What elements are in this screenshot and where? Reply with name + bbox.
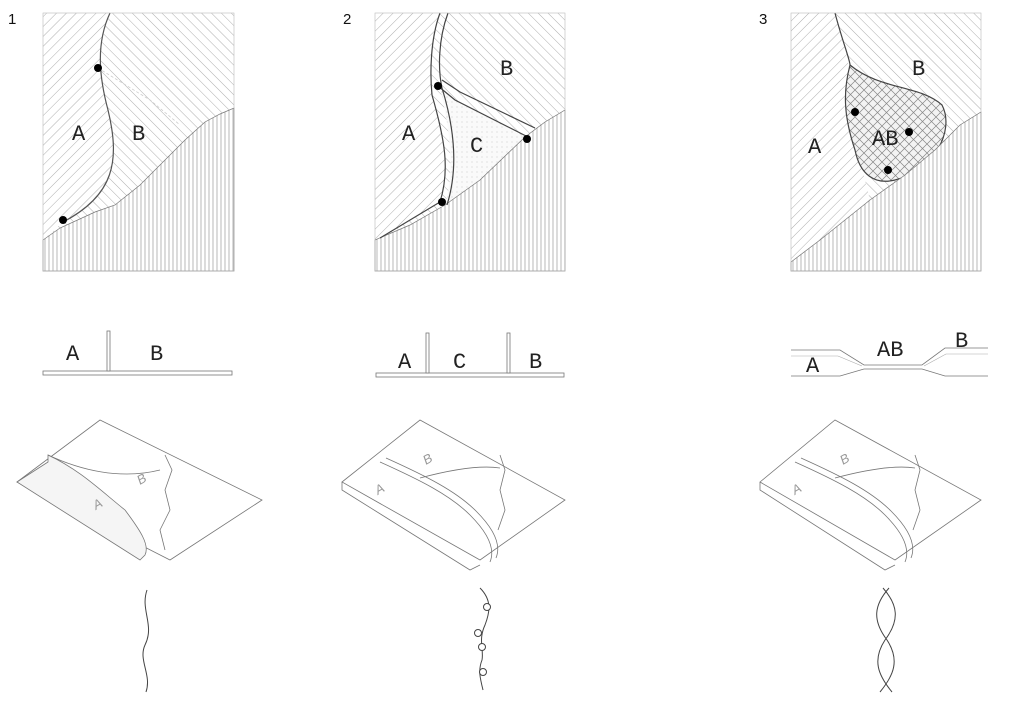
marker-dot	[434, 82, 442, 90]
marker-dot	[59, 216, 67, 224]
map-label-a: A	[402, 122, 416, 147]
line-glyph	[876, 587, 896, 693]
panel-number: 3	[759, 11, 767, 28]
region-c	[440, 88, 525, 205]
marker-dot	[884, 166, 892, 174]
section-view: A B	[42, 330, 233, 376]
panel-1: 1 A B A B A B	[8, 11, 263, 693]
isometric-view: A B	[341, 419, 566, 571]
map-label-c: C	[470, 134, 483, 159]
map-view: A B C	[374, 12, 566, 272]
marker-dot	[94, 64, 102, 72]
line-glyph	[142, 589, 149, 693]
section-label-ab: AB	[877, 338, 903, 363]
section-label-a: A	[398, 350, 412, 375]
isometric-view: A B	[16, 419, 263, 561]
section-label-c: C	[453, 350, 466, 375]
section-label-b: B	[955, 329, 968, 354]
section-label-b: B	[150, 342, 163, 367]
marker-dot	[438, 198, 446, 206]
marker-dot	[851, 108, 859, 116]
section-view: A C B	[375, 332, 565, 378]
panel-2: 2 A B C A C B	[341, 11, 566, 691]
line-glyph	[474, 587, 491, 691]
section-label-a: A	[806, 354, 820, 379]
panel-number: 2	[343, 11, 351, 28]
region-a	[791, 13, 870, 262]
region-a	[375, 13, 446, 240]
map-view: A B	[42, 12, 235, 272]
section-view: A AB B	[791, 329, 988, 379]
panel-3: 3 A B AB A AB B	[759, 11, 988, 693]
map-label-b: B	[500, 57, 513, 82]
isometric-view: A B	[759, 419, 982, 571]
section-label-a: A	[66, 342, 80, 367]
map-label-b: B	[912, 57, 925, 82]
panel-number: 1	[8, 11, 16, 28]
map-label-b: B	[132, 122, 145, 147]
map-label-a: A	[808, 135, 822, 160]
marker-dot	[905, 128, 913, 136]
border-line	[62, 12, 114, 223]
map-label-ab: AB	[872, 127, 898, 152]
marker-dot	[523, 135, 531, 143]
map-view: A B AB	[790, 12, 982, 272]
section-label-b: B	[529, 350, 542, 375]
map-label-a: A	[72, 122, 86, 147]
